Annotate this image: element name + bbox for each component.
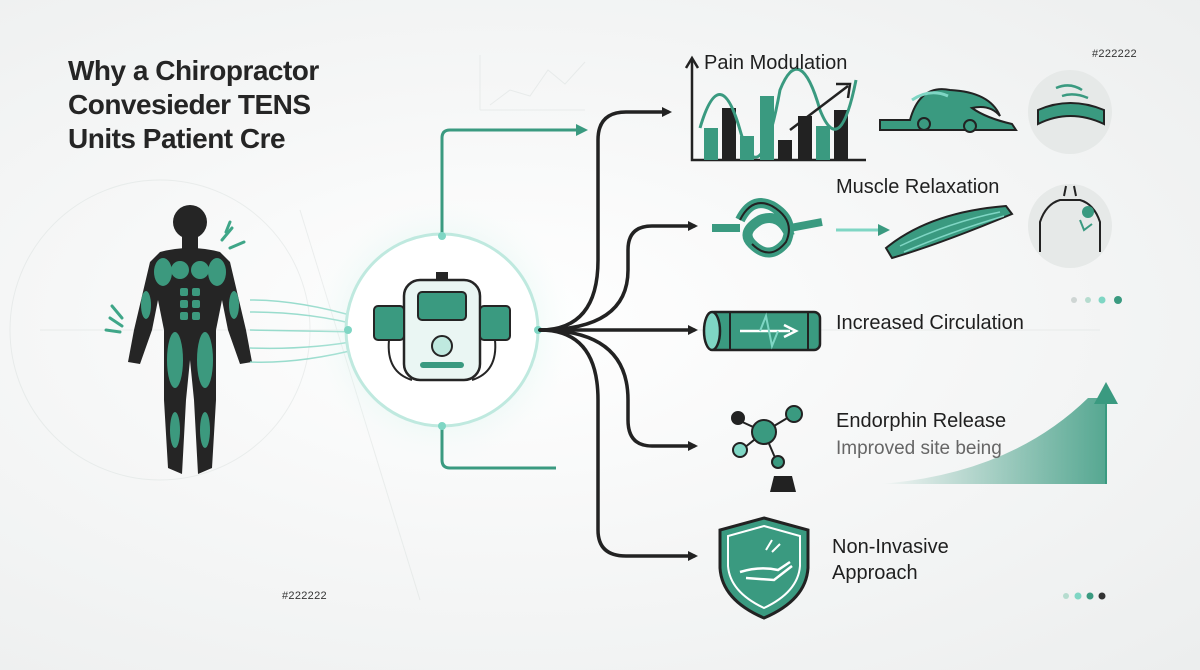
dot-decor-lower (1063, 592, 1106, 600)
branch-arrows (538, 107, 698, 561)
tens-unit-icon (373, 272, 511, 382)
wave-icon (879, 88, 1018, 133)
shoulder-icon (1028, 184, 1112, 268)
benefit-label-pain-modulation: Pain Modulation (704, 52, 848, 74)
title-line-3: Units Patient Cre (68, 123, 286, 154)
hex-label-bottom: #222222 (282, 590, 327, 602)
knot-icon (712, 198, 823, 258)
molecule-icon (731, 405, 803, 492)
blood-vessel-icon (702, 310, 822, 352)
benefit-label-approach: Approach (832, 562, 918, 584)
spine-icon (1028, 70, 1112, 154)
dot-decor-upper (1071, 296, 1122, 304)
benefit-sublabel-endorphin: Improved site being (836, 438, 1002, 459)
connector-dots (344, 232, 542, 430)
title-line-2: Convesieder TENS (68, 89, 311, 120)
title-line-1: Why a Chiropractor (68, 55, 319, 86)
benefit-label-non-invasive: Non-Invasive (832, 536, 949, 558)
benefit-label-increased-circulation: Increased Circulation (836, 312, 1024, 334)
rising-arrow-icon (880, 382, 1118, 484)
bar-chart-icon (684, 55, 866, 162)
shield-hand-icon (718, 516, 810, 620)
human-body-icon (104, 205, 252, 474)
benefit-label-endorphin-release: Endorphin Release (836, 410, 1007, 432)
page-title: Why a Chiropractor Convesieder TENS Unit… (68, 54, 319, 156)
muscle-icon (884, 204, 1014, 260)
hex-label-top: #222222 (1092, 48, 1137, 60)
device-connectors (440, 124, 588, 470)
benefit-label-muscle-relaxation: Muscle Relaxation (836, 176, 1000, 198)
